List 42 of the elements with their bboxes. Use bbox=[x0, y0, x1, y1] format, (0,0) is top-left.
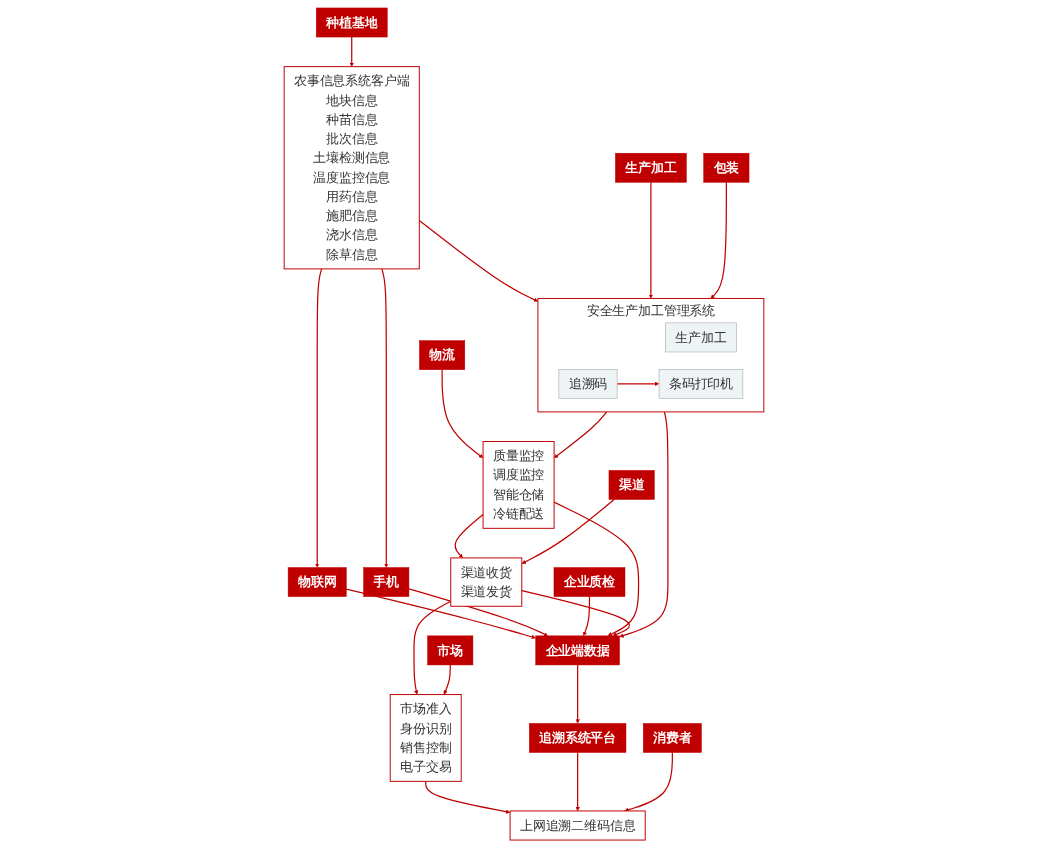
arrow bbox=[648, 181, 653, 299]
node-box: 生产加工 bbox=[614, 152, 687, 183]
arrow bbox=[349, 36, 354, 67]
node-box: 生产加工 bbox=[664, 322, 737, 353]
node-box: 企业质检 bbox=[553, 567, 625, 597]
arrow bbox=[345, 588, 536, 640]
arrow bbox=[618, 411, 668, 638]
node-box: 渠道 bbox=[608, 470, 655, 500]
arrow bbox=[574, 664, 580, 724]
node-box: 农事信息系统客户端 地块信息 种苗信息 批次信息 土壤检测信息 温度监控信息 用药信息 施肥信息 浇水信息 除草信息 bbox=[283, 66, 420, 270]
node-box: 包装 bbox=[702, 152, 749, 183]
arrow bbox=[443, 664, 451, 695]
arrow bbox=[582, 596, 590, 637]
arrow bbox=[412, 600, 451, 695]
arrow bbox=[553, 411, 607, 459]
node-box: 消费者 bbox=[642, 723, 702, 753]
arrow bbox=[453, 513, 484, 559]
node-box: 企业端数据 bbox=[534, 635, 620, 666]
arrow bbox=[710, 181, 727, 299]
node-box: 物流 bbox=[418, 340, 465, 370]
arrow bbox=[574, 751, 580, 812]
node-box: 物联网 bbox=[287, 567, 347, 597]
arrow bbox=[520, 590, 630, 637]
node-box: 追溯系统平台 bbox=[528, 723, 626, 753]
node-box: 渠道收货 渠道发货 bbox=[449, 557, 522, 607]
arrow bbox=[623, 751, 673, 812]
node-box: 市场 bbox=[426, 635, 473, 666]
node-box: 手机 bbox=[362, 567, 409, 597]
node-box: 质量监控 调度监控 智能仓储 冷链配送 bbox=[482, 441, 555, 529]
arrow bbox=[380, 268, 388, 568]
arrow bbox=[616, 381, 659, 386]
arrow bbox=[314, 268, 322, 568]
node-box: 追溯码 bbox=[558, 369, 617, 399]
node-box: 市场准入 身份识别 销售控制 电子交易 bbox=[389, 694, 462, 782]
arrow bbox=[407, 588, 548, 637]
node-box: 条码打印机 bbox=[658, 369, 743, 399]
arrow bbox=[441, 369, 483, 459]
node-box: 种植基地 bbox=[315, 7, 387, 38]
arrow bbox=[521, 498, 615, 564]
arrow bbox=[418, 219, 538, 302]
node-box: 上网追溯二维码信息 bbox=[509, 810, 646, 841]
arrow bbox=[424, 780, 510, 814]
